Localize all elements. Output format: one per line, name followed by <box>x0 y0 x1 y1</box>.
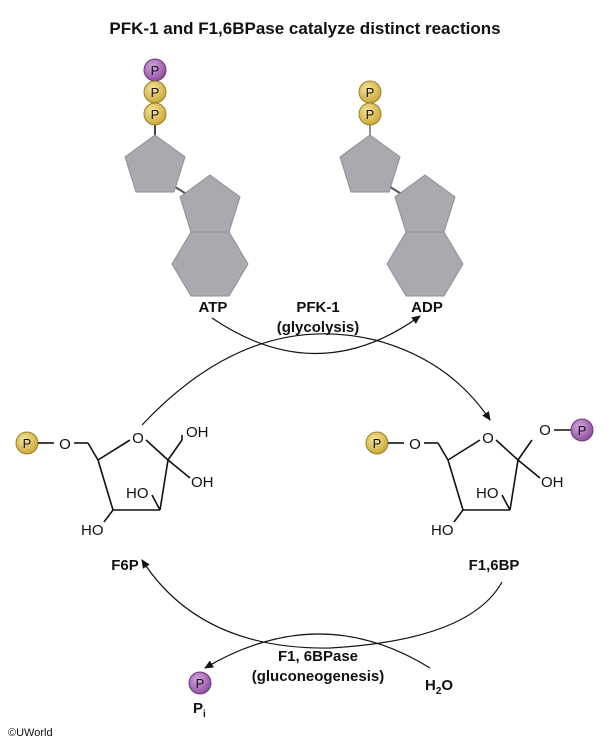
f6p-molecule: P O O OH OH HO HO F6P <box>15 424 214 574</box>
c3-hydroxyl: HO <box>126 485 149 502</box>
ribose-pentagon <box>339 134 401 193</box>
svg-text:P: P <box>23 436 32 451</box>
pfk1-pathway-label: (glycolysis) <box>277 319 360 336</box>
f16bp-molecule: P O O O P OH HO HO F1,6BP <box>365 418 594 574</box>
svg-text:P: P <box>578 423 587 438</box>
atp-to-adp-arrow <box>211 315 421 355</box>
diagram-title: PFK-1 and F1,6BPase catalyze distinct re… <box>109 19 500 38</box>
f6p-label: F6P <box>111 557 139 574</box>
pfk1-enzyme-name: PFK-1 <box>296 299 339 316</box>
f6p-to-f16bp-arrow <box>141 333 491 426</box>
adp-molecule: P P ADP <box>339 80 464 316</box>
purine-pentagon <box>394 174 456 233</box>
phosphate-beta: P <box>143 80 167 104</box>
phosphate-alpha: P <box>143 102 167 126</box>
atp-molecule: P P P ATP <box>124 58 249 316</box>
inorganic-phosphate: P <box>188 671 212 695</box>
atom-o: O <box>59 436 71 453</box>
ring-oxygen: O <box>482 430 494 447</box>
svg-text:P: P <box>366 107 375 122</box>
copyright: ©UWorld <box>8 727 53 739</box>
svg-text:P: P <box>196 676 205 691</box>
purine-hexagon <box>171 231 249 297</box>
svg-text:P: P <box>151 85 160 100</box>
svg-text:P: P <box>366 85 375 100</box>
svg-text:P: P <box>373 436 382 451</box>
c2-hydroxyl: OH <box>191 474 214 491</box>
phosphate-alpha: P <box>358 102 382 126</box>
phosphate-6: P <box>15 431 39 455</box>
purine-pentagon <box>179 174 241 233</box>
svg-text:P: P <box>151 63 160 78</box>
atom-o: O <box>409 436 421 453</box>
svg-text:P: P <box>151 107 160 122</box>
c4-hydroxyl: HO <box>431 522 454 539</box>
phosphate-gamma: P <box>143 58 167 82</box>
ribose-pentagon <box>124 134 186 193</box>
c1-hydroxyl: OH <box>186 424 209 441</box>
c4-hydroxyl: HO <box>81 522 104 539</box>
f16bp-label: F1,6BP <box>469 557 520 574</box>
f16bpase-pathway-label: (gluconeogenesis) <box>252 668 385 685</box>
c3-hydroxyl: HO <box>476 485 499 502</box>
water-to-pi-arrow <box>204 633 431 669</box>
purine-hexagon <box>386 231 464 297</box>
phosphate-6: P <box>365 431 389 455</box>
pi-label: Pi <box>193 700 206 720</box>
atom-o: O <box>539 422 551 439</box>
phosphate-1: P <box>570 418 594 442</box>
atp-label: ATP <box>199 299 228 316</box>
adp-label: ADP <box>411 299 443 316</box>
phosphate-beta: P <box>358 80 382 104</box>
f16bp-to-f6p-arrow <box>141 559 503 649</box>
f16bpase-enzyme-name: F1, 6BPase <box>278 648 358 665</box>
water-label: H2O <box>425 677 453 697</box>
ring-oxygen: O <box>132 430 144 447</box>
c2-hydroxyl: OH <box>541 474 564 491</box>
